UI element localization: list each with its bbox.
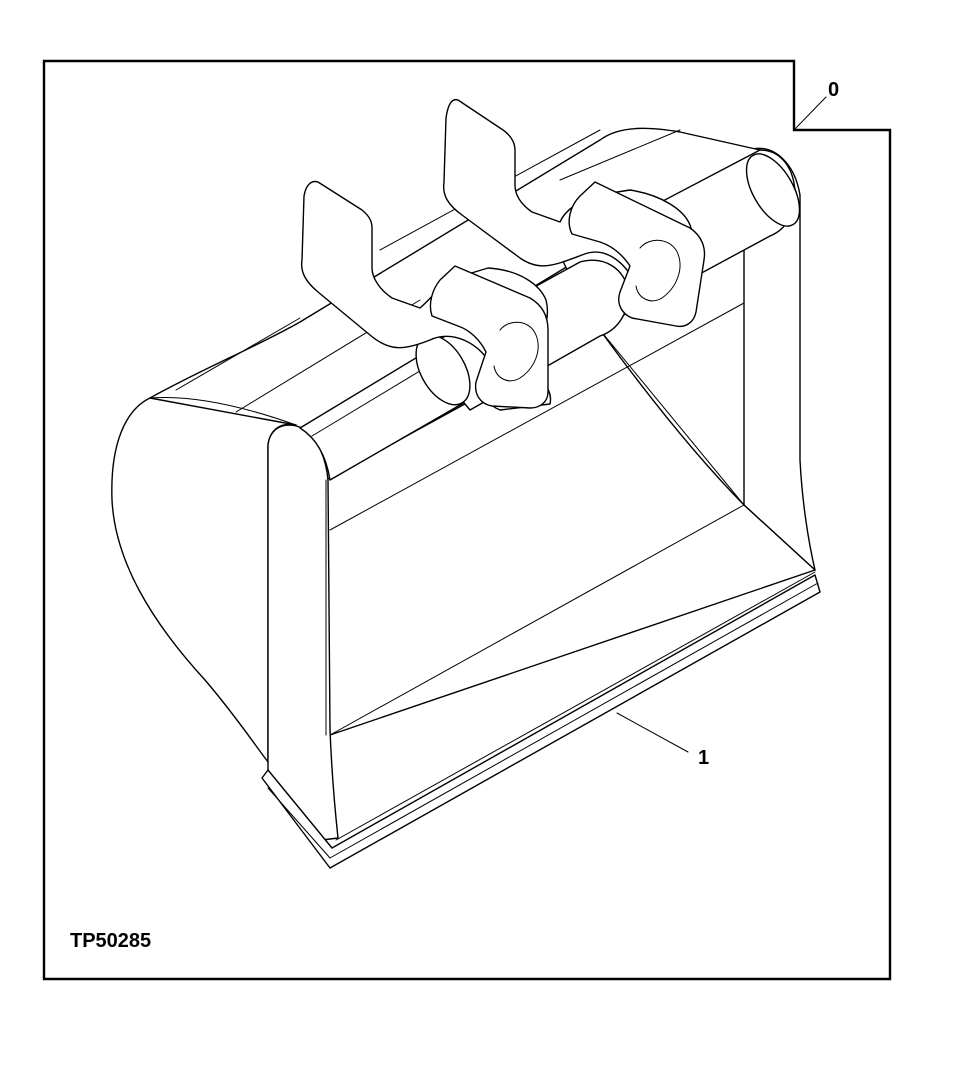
- front-left-ear-body: [429, 265, 549, 409]
- cutting-edge-bevel-left: [267, 787, 331, 859]
- callout-0-label: 0: [828, 79, 839, 101]
- upper-pin-end: [745, 153, 801, 227]
- front-right-ear-slot: [635, 239, 681, 302]
- cutting-edge-top-line: [335, 571, 816, 841]
- inner-bottom-line: [329, 504, 745, 736]
- bucket-assembly: [111, 98, 821, 869]
- top-plate-line-4: [559, 129, 681, 181]
- callout-1-label: 1: [698, 747, 709, 769]
- left-plate-inner-curve: [149, 397, 297, 426]
- cutting-edge-bevel-line: [329, 582, 819, 859]
- diagram-frame: [42, 59, 892, 981]
- cutting-edge: [261, 574, 821, 869]
- callout-1-leader: [616, 712, 689, 753]
- front-left-ear-slot: [493, 321, 539, 382]
- inner-crease-line: [329, 302, 745, 531]
- inner-diagonal-line: [599, 329, 745, 506]
- callout-0-leader: [793, 96, 827, 131]
- figure-id-label: TP50285: [70, 930, 151, 952]
- top-plate-line-1: [175, 317, 301, 391]
- bucket-front-left-edge: [267, 424, 339, 841]
